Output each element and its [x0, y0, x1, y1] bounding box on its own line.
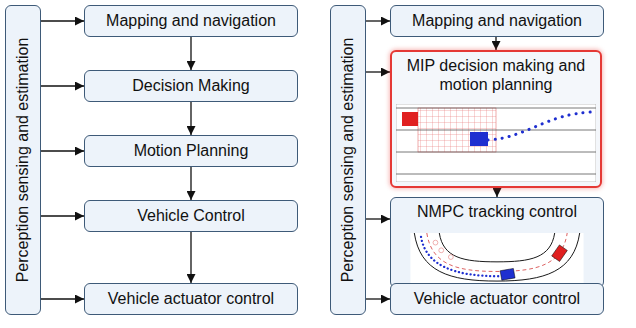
process-box: Mapping and navigation [390, 5, 604, 37]
lane-divider [427, 233, 567, 271]
flow-arrow [190, 37, 191, 70]
lane-lines [396, 108, 596, 174]
box-label: MIP decision making and motion planning [392, 52, 600, 94]
box-label: Vehicle actuator control [85, 289, 297, 308]
obstacle-vehicle [552, 245, 568, 262]
perception-band: Perception sensing and estimation [330, 5, 366, 315]
flow-arrow [366, 20, 390, 21]
box-label: Mapping and navigation [85, 11, 297, 30]
road-background [396, 104, 596, 182]
road-edge [414, 233, 579, 281]
process-box: Mapping and navigation [84, 5, 298, 37]
process-box: Motion Planning [84, 135, 298, 167]
process-box: Decision Making [84, 70, 298, 102]
process-box: Vehicle actuator control [84, 283, 298, 315]
process-box: NMPC tracking control [390, 197, 604, 288]
perception-band: Perception sensing and estimation [5, 5, 41, 315]
flow-arrow [41, 298, 84, 299]
reference-points [433, 240, 453, 259]
ego-vehicle [470, 132, 488, 146]
flow-arrow [41, 85, 84, 86]
flow-arrow [366, 71, 390, 72]
box-label: Perception sensing and estimation [338, 38, 357, 283]
tracked-trajectory [421, 237, 499, 276]
flow-arrow [366, 298, 390, 299]
flow-arrow [190, 232, 191, 283]
process-box: Vehicle Control [84, 200, 298, 232]
planned-trajectory [488, 112, 592, 140]
box-label: Decision Making [85, 76, 297, 95]
mip-illustration [396, 104, 596, 182]
nmpc-illustration [407, 233, 587, 283]
box-label: Mapping and navigation [391, 11, 603, 30]
obstacle-vehicle [402, 112, 418, 126]
box-label: NMPC tracking control [391, 198, 603, 221]
flow-arrow [496, 188, 497, 197]
flow-arrow [190, 102, 191, 135]
ego-vehicle [500, 269, 515, 281]
process-box: Vehicle actuator control [390, 283, 604, 315]
flow-arrow [41, 150, 84, 151]
flow-arrow [190, 167, 191, 200]
flow-arrow [495, 37, 496, 50]
box-label: Motion Planning [85, 141, 297, 160]
box-label: Vehicle Control [85, 206, 297, 225]
flow-arrow [366, 218, 390, 219]
flow-arrow [41, 215, 84, 216]
box-label: Perception sensing and estimation [13, 38, 32, 283]
flow-arrow [41, 20, 84, 21]
road-background [410, 233, 583, 283]
box-label: Vehicle actuator control [391, 289, 603, 308]
highlighted-process-box: MIP decision making and motion planning [390, 50, 602, 188]
road-edge [439, 233, 554, 262]
